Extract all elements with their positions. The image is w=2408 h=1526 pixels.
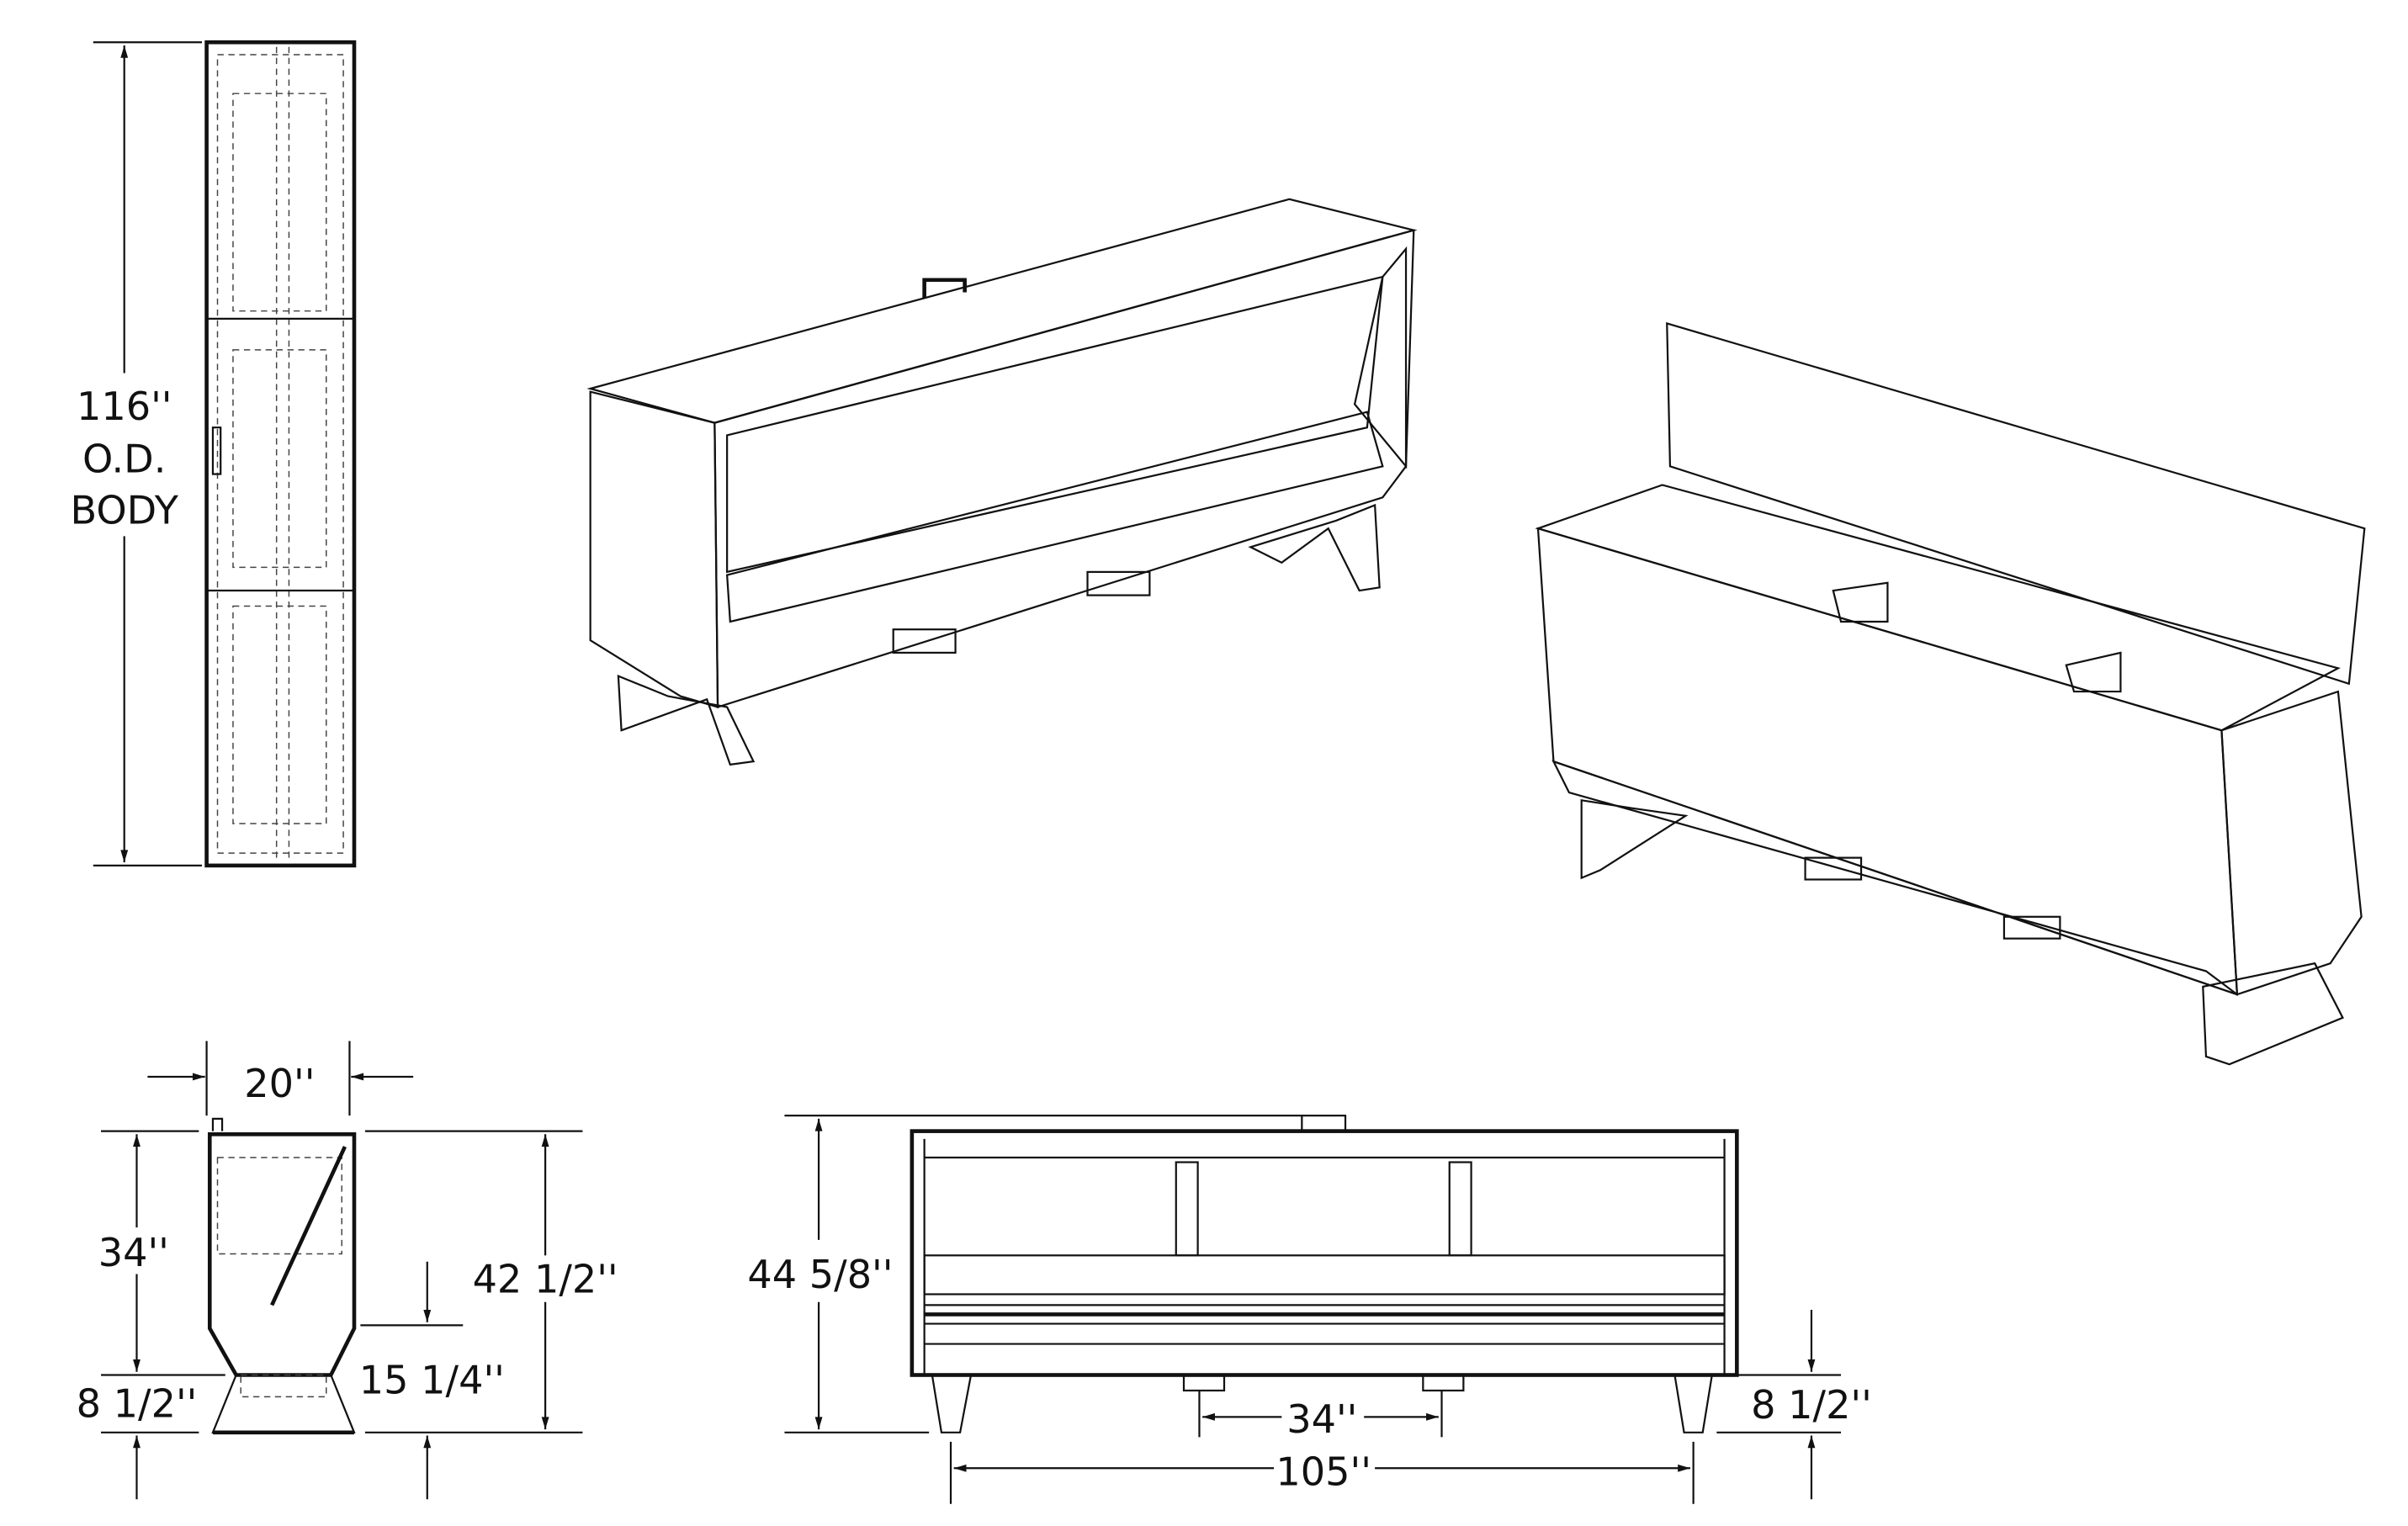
width-dimension: 20'': [244, 1061, 315, 1106]
front-view: 44 5/8'' 8 1/2'' 34'' 105'': [747, 1115, 1872, 1504]
length-label-2: O.D.: [82, 437, 166, 482]
base-height-dimension: 8 1/2'': [77, 1380, 198, 1426]
isometric-view-open: [1535, 321, 2366, 1066]
top-side-view: 116'' O.D. BODY: [71, 40, 357, 868]
length-label-1: 116'': [77, 384, 172, 429]
trough-height-dimension: 15 1/4'': [359, 1358, 505, 1403]
end-view: 20'' 34'' 8 1/2'' 42 1/2'' 15 1/4'': [77, 1041, 618, 1500]
body-height-dimension: 34'': [98, 1230, 169, 1275]
front-height-dimension: 44 5/8'': [747, 1252, 893, 1297]
overall-height-dimension: 42 1/2'': [473, 1257, 618, 1302]
overall-length-dimension: 105'': [1276, 1449, 1371, 1495]
isometric-view-closed: [586, 198, 1418, 766]
leg-spacing-dimension: 34'': [1286, 1396, 1357, 1442]
leg-height-dimension: 8 1/2'': [1751, 1382, 1872, 1428]
length-label-3: BODY: [71, 488, 179, 533]
